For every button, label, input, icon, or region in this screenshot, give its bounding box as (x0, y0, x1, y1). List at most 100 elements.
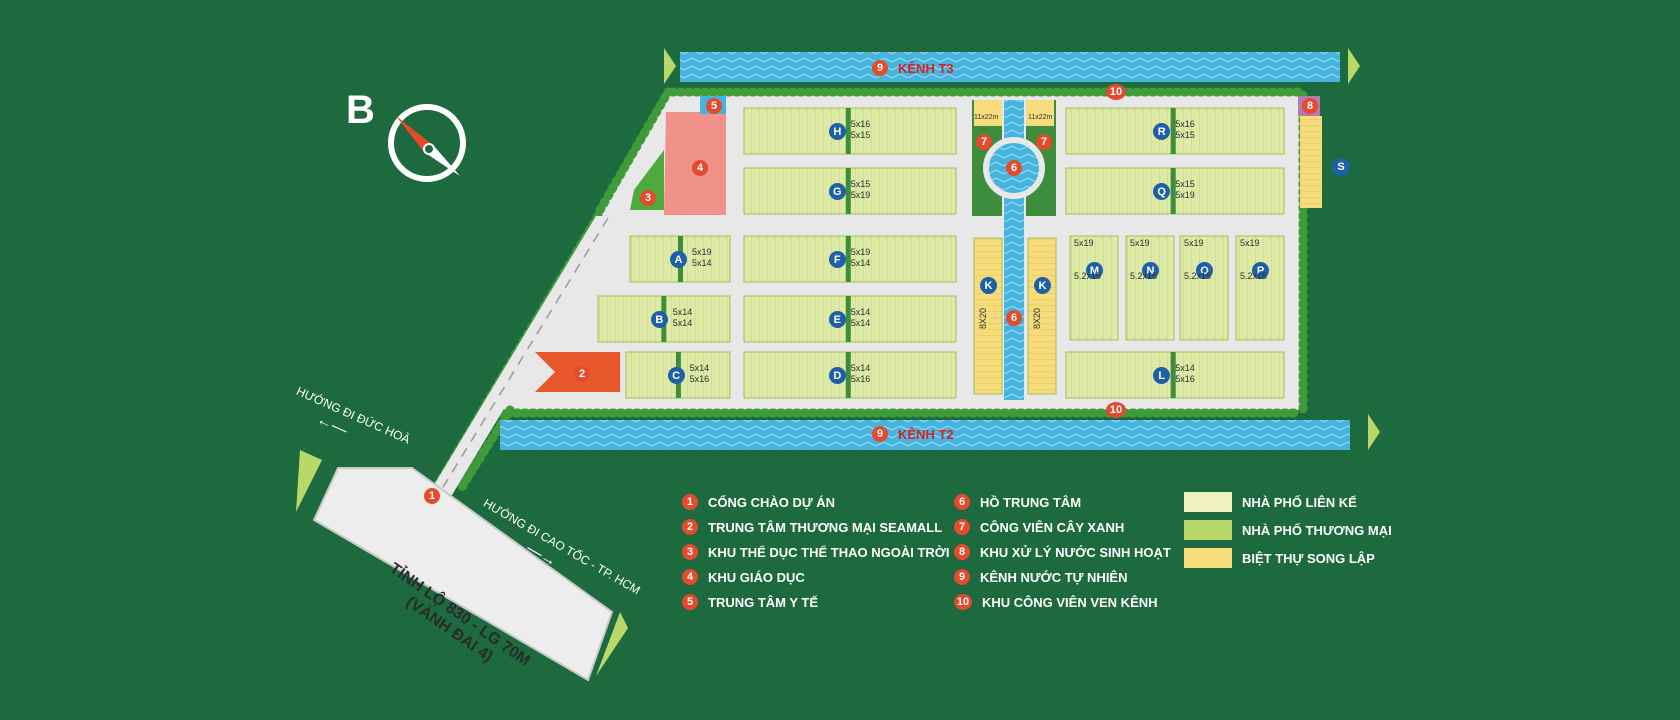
block-size-k2: 8X20 (1032, 308, 1042, 330)
legend-num: 8 (954, 544, 970, 560)
block-badge-e: E (828, 311, 846, 328)
marker-8: 8 (1302, 98, 1318, 114)
block-k (973, 237, 1003, 395)
canal-t3-label: 9 KÊNH T3 (872, 60, 954, 76)
block-badge-k2: K (1034, 277, 1051, 294)
block-badge-r: R (1153, 123, 1171, 140)
side-marker: S (1332, 158, 1350, 176)
swatch-commercial (1184, 520, 1232, 540)
legend-item: 2 TRUNG TÂM THƯƠNG MẠI SEAMALL (682, 519, 942, 535)
legend-label: KHU CÔNG VIÊN VEN KÊNH (982, 594, 1158, 610)
marker-1: 1 (424, 488, 440, 504)
block-divider (845, 108, 851, 154)
legend-label: KHU GIÁO DỤC (708, 569, 805, 585)
canal-t3 (680, 52, 1340, 82)
canal-t2-label: 9 KÊNH T2 (872, 426, 954, 442)
block-m (1069, 235, 1119, 341)
legend-num: 5 (682, 594, 698, 610)
marker-2: 2 (574, 366, 590, 382)
block-badge-n: N (1142, 262, 1159, 279)
legend-num: 7 (954, 519, 970, 535)
legend-item: 1 CỔNG CHÀO DỰ ÁN (682, 494, 835, 510)
canal-t2-name: KÊNH T2 (898, 426, 954, 442)
legend-label: CỔNG CHÀO DỰ ÁN (708, 494, 836, 510)
compass-icon (388, 104, 466, 182)
legend-item: 6 HỒ TRUNG TÂM (954, 494, 1081, 510)
legend-item: 10 KHU CÔNG VIÊN VEN KÊNH (954, 594, 1158, 610)
block-badge-q: Q (1153, 183, 1171, 200)
legend-label: CÔNG VIÊN CÂY XANH (980, 519, 1125, 535)
block-badge-d: D (828, 367, 846, 384)
legend-label: KHU THỂ DỤC THỂ THAO NGOÀI TRỜI (708, 544, 950, 560)
legend-item: 7 CÔNG VIÊN CÂY XANH (954, 519, 1124, 535)
block-badge-k: K (980, 277, 997, 294)
block-k2 (1027, 237, 1057, 395)
canal-number: 9 (872, 426, 888, 442)
legend-type-label: NHÀ PHỐ THƯƠNG MẠI (1242, 522, 1392, 538)
legend-label: TRUNG TÂM Y TẾ (708, 594, 819, 610)
marker-10-bottom: 10 (1106, 402, 1126, 418)
marker-6-lake: 6 (1006, 160, 1022, 176)
legend-item: 8 KHU XỬ LÝ NƯỚC SINH HOẠT (954, 544, 1171, 560)
legend-num: 10 (954, 594, 972, 610)
canal-t2 (500, 420, 1350, 450)
block-divider (1170, 352, 1176, 398)
marker-6-channel: 6 (1006, 310, 1022, 326)
block-divider (1170, 168, 1176, 214)
marker-5: 5 (706, 98, 722, 114)
block-badge-b: B (650, 311, 668, 328)
block-badge-f: F (828, 251, 846, 268)
lot-column-right (1300, 116, 1322, 208)
block-badge-p: P (1252, 262, 1269, 279)
legend-num: 1 (682, 494, 698, 510)
marker-7-right: 7 (1036, 134, 1052, 150)
legend-type-label: NHÀ PHỐ LIÊN KẾ (1242, 494, 1357, 510)
block-badge-m: M (1086, 262, 1103, 279)
entry-road (428, 216, 620, 495)
legend-num: 9 (954, 569, 970, 585)
block-size-k: 8X20 (978, 308, 988, 330)
block-divider (845, 168, 851, 214)
canal-number: 9 (872, 60, 888, 76)
block-divider (845, 352, 851, 398)
legend-num: 2 (682, 519, 698, 535)
legend-type-item: NHÀ PHỐ THƯƠNG MẠI (1184, 520, 1392, 540)
marker-10-top: 10 (1106, 84, 1126, 100)
blocks (597, 107, 1285, 399)
compass: B (340, 88, 480, 188)
legend-type-item: BIỆT THỰ SONG LẬP (1184, 548, 1375, 568)
park-lot-label-right: 11x22m (1028, 114, 1053, 121)
block-badge-a: A (670, 251, 687, 268)
legend-label: TRUNG TÂM THƯƠNG MẠI SEAMALL (708, 519, 943, 535)
block-divider (1170, 108, 1176, 154)
block-n (1125, 235, 1175, 341)
park-lot-label-left: 11x22m (974, 114, 999, 121)
block-divider (845, 296, 851, 342)
highway-830 (312, 467, 614, 682)
legend-num: 6 (954, 494, 970, 510)
legend-label: KHU XỬ LÝ NƯỚC SINH HOẠT (980, 544, 1171, 560)
block-badge-o: O (1196, 262, 1213, 279)
block-o (1179, 235, 1229, 341)
legend-num: 4 (682, 569, 698, 585)
swatch-townhouse (1184, 492, 1232, 512)
legend-item: 5 TRUNG TÂM Y TẾ (682, 594, 818, 610)
block-p (1235, 235, 1285, 341)
legend-label: HỒ TRUNG TÂM (980, 494, 1082, 510)
marker-7-left: 7 (976, 134, 992, 150)
